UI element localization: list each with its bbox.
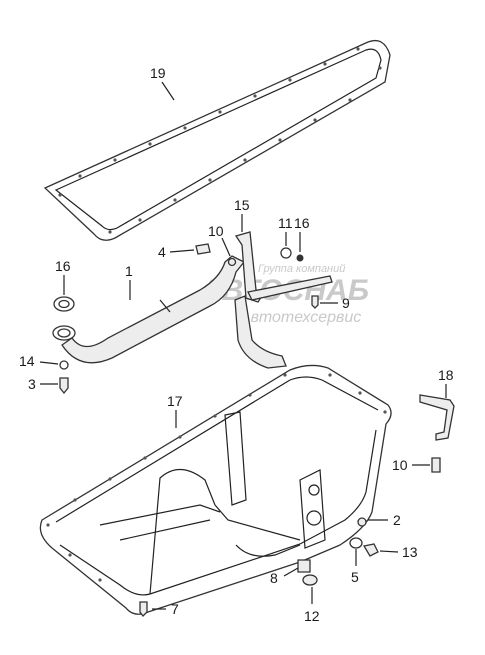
o-ring-5 — [349, 537, 363, 549]
bolt-7 — [139, 601, 148, 617]
callout-labels: 19 1 16 14 3 4 10 15 11 16 9 17 18 10 2 … — [19, 65, 454, 624]
callout-10-right: 10 — [392, 457, 408, 473]
callout-9: 9 — [342, 295, 350, 311]
nut-16 — [296, 254, 304, 262]
bolt-9 — [311, 295, 319, 309]
suction-tube-1 — [52, 255, 246, 364]
callout-11: 11 — [278, 215, 293, 231]
callout-14: 14 — [19, 353, 35, 369]
callout-18: 18 — [438, 367, 454, 383]
callout-19: 19 — [150, 65, 166, 81]
callout-1: 1 — [125, 263, 133, 279]
stud-10-right — [431, 457, 441, 473]
washer-11 — [280, 247, 292, 259]
washer-14 — [59, 360, 69, 370]
callout-10-top: 10 — [208, 223, 224, 239]
o-ring-16-left-inner — [58, 299, 70, 309]
callout-8: 8 — [270, 570, 278, 586]
watermark-line3: Автотехсервис — [239, 309, 361, 326]
callout-12: 12 — [304, 608, 320, 624]
callout-17: 17 — [167, 393, 183, 409]
watermark-line1: Группа компаний — [258, 263, 345, 275]
dipstick-tube-18 — [419, 394, 455, 441]
plug-2 — [357, 517, 367, 527]
cap-12 — [302, 574, 318, 586]
callout-16-right: 16 — [294, 215, 310, 231]
callout-3: 3 — [28, 376, 36, 392]
callout-2: 2 — [393, 512, 401, 528]
bracket-15 — [234, 231, 333, 369]
gasket-19 — [43, 39, 391, 241]
bolt-4 — [195, 243, 211, 255]
nut-10-top — [227, 257, 237, 267]
bolt-8 — [297, 559, 311, 573]
oil-pan-17 — [39, 364, 392, 615]
callout-16-left: 16 — [55, 258, 71, 274]
callout-5: 5 — [351, 569, 359, 585]
callout-13: 13 — [402, 544, 418, 560]
drain-plug-13 — [362, 543, 379, 557]
callout-15: 15 — [234, 197, 250, 213]
callout-4: 4 — [158, 244, 166, 260]
leader-lines — [39, 81, 447, 610]
bolt-3 — [59, 377, 69, 395]
callout-7: 7 — [171, 601, 179, 617]
